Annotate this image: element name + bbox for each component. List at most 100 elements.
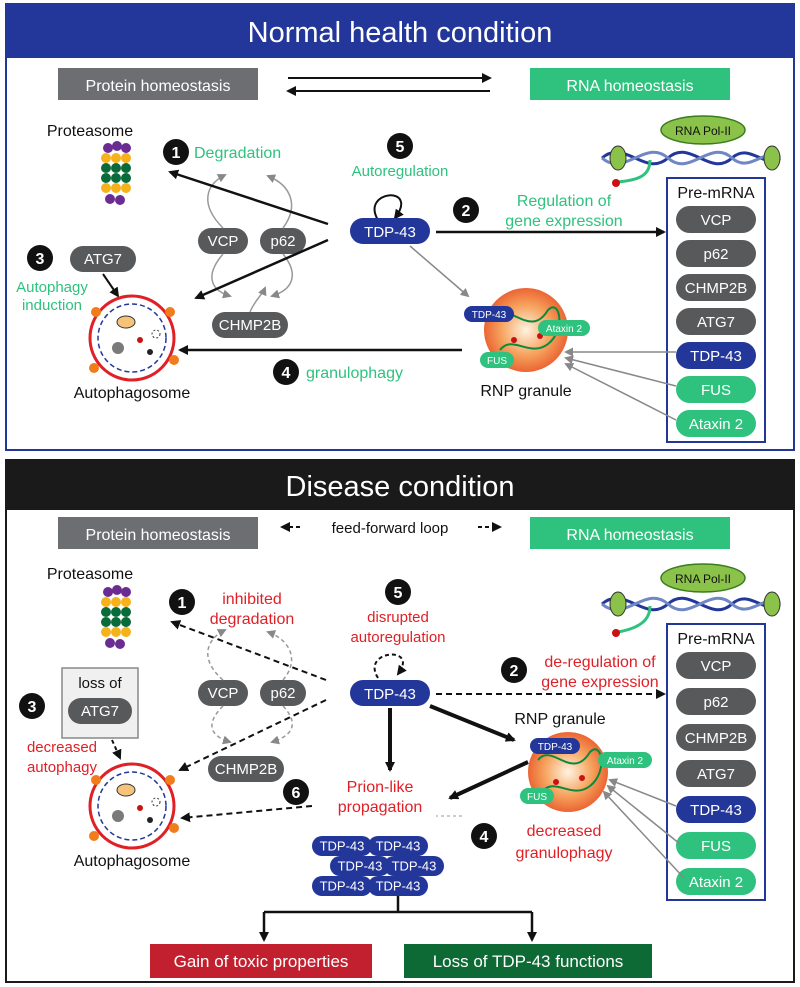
step-5-text-a-d: disrupted <box>367 609 429 626</box>
step-1-number-d: 1 <box>178 595 187 612</box>
step-6-badge <box>283 779 309 805</box>
step-6-text-a: Prion-like <box>347 779 414 796</box>
pre-top-chmp2b-pill <box>676 274 756 301</box>
step-2-text-b-d: gene expression <box>541 674 658 691</box>
normal-panel: Normal health condition Protein homeosta… <box>5 3 795 451</box>
p62-pill <box>260 228 306 254</box>
aggregate-tdp43-1-pill <box>312 836 372 856</box>
step-1-number: 1 <box>172 145 181 162</box>
atg7-to-autophagosome-arrow <box>102 273 120 298</box>
step-4-text-a-d: decreased <box>527 823 602 840</box>
tdp43-to-proteasome-arrow <box>168 169 329 226</box>
list-fus-to-granule-d <box>606 784 681 845</box>
autophagosome-icon-d <box>88 762 179 850</box>
aggregate-tdp43-4-pill <box>384 856 444 876</box>
pre-top-fus-label: FUS <box>701 382 731 399</box>
autoregulation-loop <box>373 194 404 221</box>
vcp-label-d: VCP <box>208 685 239 702</box>
step-3-text-b-d: autophagy <box>27 759 98 776</box>
pre-top-fus-pill <box>676 376 756 403</box>
rna-homeostasis-box-d <box>530 517 730 549</box>
proteasome-icon-d <box>101 585 131 649</box>
step-2-text-a-d: de-regulation of <box>544 654 656 671</box>
step-5-number-d: 5 <box>394 585 403 602</box>
dna-rna-pol-icon <box>601 115 781 187</box>
step-5-badge <box>387 133 413 159</box>
pre-mrna-title: Pre-mRNA <box>677 185 755 202</box>
pre-bot-atg7-pill <box>676 760 756 787</box>
granule-fus-label: FUS <box>487 356 507 367</box>
loss-of-function-label: Loss of TDP-43 functions <box>433 952 624 971</box>
tdp43-to-granule-arrow-d <box>429 704 516 742</box>
step-3-number-d: 3 <box>28 699 37 716</box>
step-3-badge <box>27 245 53 271</box>
pre-top-atg7-label: ATG7 <box>697 314 735 331</box>
tdp43-to-autophagosome-arrow-d <box>178 699 327 772</box>
aggregate-tdp43-4-label: TDP-43 <box>392 859 437 874</box>
chmp2b-pill <box>212 312 288 338</box>
vcp-label: VCP <box>208 233 239 250</box>
pre-mrna-title-d: Pre-mRNA <box>677 631 755 648</box>
pre-bot-vcp-pill <box>676 652 756 679</box>
p62-label: p62 <box>270 233 295 250</box>
aggregate-tdp43-5-label: TDP-43 <box>320 879 365 894</box>
vcp-helper-down-d <box>211 705 232 745</box>
pre-top-p62-pill <box>676 240 756 267</box>
autophagosome-label-d: Autophagosome <box>74 853 191 870</box>
step-1-text-b-d: degradation <box>210 611 295 628</box>
rna-homeostasis-label: RNA homeostasis <box>566 78 693 95</box>
tdp43-center-pill <box>350 218 430 244</box>
chmp2b-label: CHMP2B <box>219 317 282 334</box>
pre-top-chmp2b-label: CHMP2B <box>685 280 748 297</box>
pre-top-vcp-label: VCP <box>701 212 732 229</box>
vcp-pill <box>198 228 248 254</box>
vcp-helper-up-d <box>207 629 227 681</box>
proteasome-label: Proteasome <box>47 123 133 140</box>
atg7-label: ATG7 <box>84 251 122 268</box>
tdp43-to-proteasome-arrow-d <box>170 620 327 681</box>
step-1-text: Degradation <box>194 145 281 162</box>
disease-panel: Disease condition Protein homeostasis RN… <box>5 459 795 983</box>
pre-bot-p62-pill <box>676 688 756 715</box>
vcp-to-proteasome-helper <box>207 174 227 229</box>
dna-rna-pol-icon-d <box>601 563 781 637</box>
aggregate-tdp43-5-pill <box>312 876 372 896</box>
rna-homeostasis-box <box>530 68 730 100</box>
granule-ataxin2-label: Ataxin 2 <box>546 324 583 335</box>
rnp-granule-label-d: RNP granule <box>514 711 605 728</box>
vcp-to-autophagy-helper <box>211 253 232 299</box>
list-ataxin2-to-granule <box>564 363 677 421</box>
pre-bot-atg7-label: ATG7 <box>697 766 735 783</box>
step-2-badge <box>453 197 479 223</box>
pre-bot-ataxin-2-label: Ataxin 2 <box>689 874 743 891</box>
step-4-badge <box>273 359 299 385</box>
granule-to-prion-arrow <box>448 760 529 800</box>
rnp-granule-label: RNP granule <box>480 383 571 400</box>
step-3-text-b: induction <box>22 297 82 314</box>
pre-bot-vcp-label: VCP <box>701 658 732 675</box>
p62-pill-d <box>260 680 306 706</box>
rna-pol-label: RNA Pol-II <box>675 124 731 138</box>
step-1-badge <box>163 139 189 165</box>
granule-ataxin2-label-d: Ataxin 2 <box>607 756 644 767</box>
aggregate-tdp43-3-label: TDP-43 <box>338 859 383 874</box>
proteasome-icon <box>101 141 131 205</box>
normal-title: Normal health condition <box>248 17 553 49</box>
vcp-pill-d <box>198 680 248 706</box>
step-4-text-b-d: granulophagy <box>516 845 613 862</box>
pre-top-p62-label: p62 <box>703 246 728 263</box>
feed-forward-loop-label: feed-forward loop <box>332 520 449 537</box>
step-6-text-b: propagation <box>338 799 423 816</box>
p62-helper-up-d <box>266 630 293 681</box>
step-1-text-a-d: inhibited <box>222 591 282 608</box>
step-5-text-b-d: autoregulation <box>350 629 445 646</box>
step-1-badge-d <box>169 589 195 615</box>
prion-to-autophagosome-arrow <box>180 805 313 823</box>
proteasome-label-d: Proteasome <box>47 566 133 583</box>
step-5-badge-d <box>385 579 411 605</box>
granule-tdp43-tag-d <box>530 738 580 754</box>
pre-bot-p62-label: p62 <box>703 694 728 711</box>
protein-homeostasis-box-d <box>58 517 258 549</box>
